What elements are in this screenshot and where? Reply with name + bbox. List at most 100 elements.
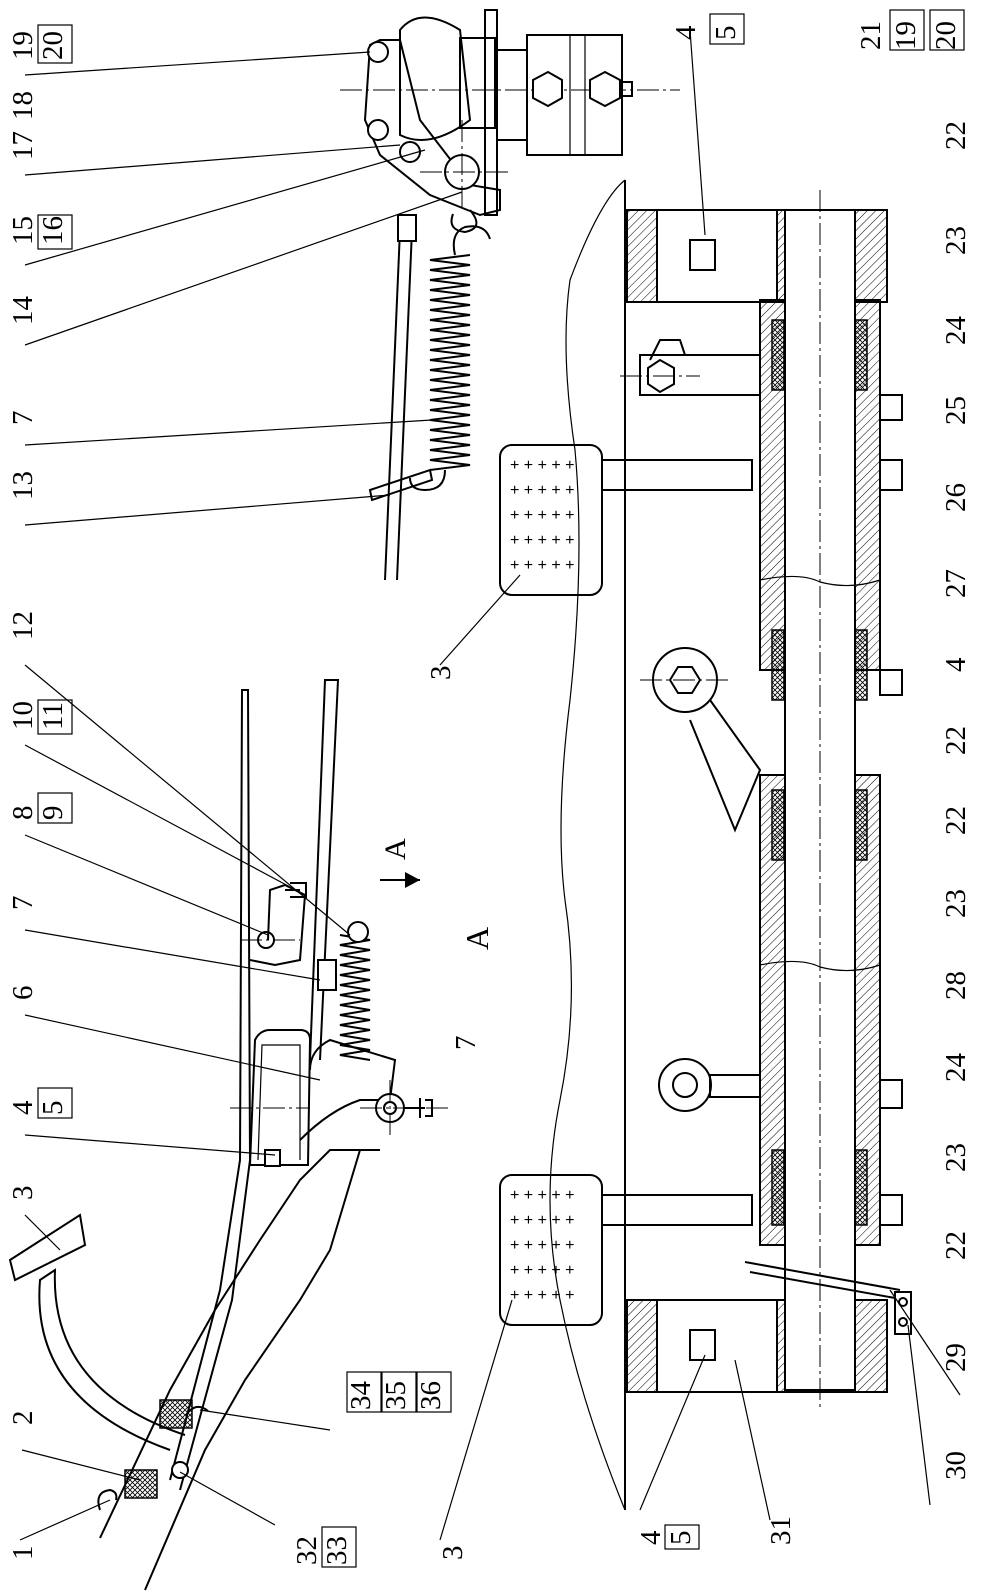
bolt-5-top: [689, 239, 716, 271]
callout-5: 5: [37, 1101, 69, 1116]
callout-29: 29: [940, 1343, 972, 1372]
rod-upper: [309, 679, 340, 1061]
stud-top-2: [879, 459, 903, 491]
callout-32: 32: [291, 1536, 323, 1565]
section-a-view: + + + + + + + + + + + + + + + + + + + + + +…: [499, 179, 912, 1511]
bushing-mid-1: [771, 629, 785, 701]
frame-tube-lower: [144, 1149, 361, 1591]
bushing-24-bottom: [771, 1149, 785, 1226]
callout-31: 31: [765, 1516, 797, 1545]
callout-12: 12: [7, 611, 39, 640]
lever-7-eye-inner: [672, 1072, 698, 1098]
pedal-grip-pattern: + + + + + + + + + + + + + + + + + + + + + +…: [510, 457, 575, 1304]
callout-6: 6: [7, 986, 39, 1001]
svg-text:+ + + + +: + + + + +: [510, 1187, 575, 1204]
callout-labels: 1 2 3 4 5 6 7 8 9 10 11 12 13 7 14 15 16…: [7, 21, 972, 1565]
callout-11: 11: [37, 702, 69, 730]
fitting-30-a: [898, 1297, 908, 1307]
bracket-body: [248, 1029, 312, 1166]
spring-7-hook-top: [452, 225, 491, 256]
callout-20: 20: [37, 31, 69, 60]
pedal-stem-bottom: [601, 1194, 753, 1226]
callout-26: 26: [940, 483, 972, 512]
callout-3c: 3: [425, 666, 457, 681]
callout-36: 36: [415, 1381, 447, 1410]
callout-22c: 22: [940, 806, 972, 835]
spring-eye-12: [347, 921, 369, 943]
svg-text:+ + + + +: + + + + +: [510, 482, 575, 499]
callout-17: 17: [7, 131, 39, 160]
pivot-plate: [363, 39, 501, 217]
bushing-mid-2r: [854, 789, 868, 861]
callout-23a: 23: [940, 226, 972, 255]
bracket-inner: [257, 1044, 301, 1161]
callout-16: 16: [37, 216, 69, 245]
callout-34: 34: [345, 1381, 377, 1411]
hook-14: [450, 209, 478, 234]
rod-13-sleeve: [397, 214, 417, 242]
bushing-24-top: [771, 319, 785, 391]
callout-22a: 22: [940, 121, 972, 150]
spring-7-hook-bottom: [409, 469, 446, 492]
callout-4d: 4: [940, 657, 972, 672]
callout-30: 30: [940, 1451, 972, 1480]
svg-text:+ + + + +: + + + + +: [510, 557, 575, 574]
upper-bar: [169, 689, 252, 1491]
lever-7-stem: [709, 1074, 761, 1098]
pin-19: [367, 41, 389, 63]
callout-3b: 3: [437, 1546, 469, 1561]
svg-text:+ + + + +: + + + + +: [510, 532, 575, 549]
stud-low-1: [879, 1079, 903, 1109]
screw-10: [285, 882, 307, 898]
pedal-linkage-view: [8, 679, 450, 1591]
pedal-stem-top: [601, 459, 753, 491]
callout-35: 35: [380, 1381, 412, 1410]
valve-dome: [399, 16, 472, 141]
svg-text:+ + + + +: + + + + +: [510, 1237, 575, 1254]
frame-tube: [99, 1149, 380, 1539]
view-marker-a: A: [379, 838, 412, 860]
callout-14: 14: [7, 296, 39, 326]
callout-7b: 7: [7, 411, 39, 426]
callout-33: 33: [321, 1536, 353, 1565]
fitting-30-b: [898, 1317, 908, 1327]
valve-body: [459, 37, 496, 129]
bushing-24-top-r: [854, 319, 868, 391]
lever-6: [299, 1038, 397, 1141]
callout-15: 15: [7, 216, 39, 245]
bolt-5-bottom: [689, 1329, 716, 1361]
bolt-4: [264, 1149, 281, 1167]
clip-34: [185, 1405, 209, 1416]
bushing-24-bottom-r: [854, 1149, 868, 1226]
svg-text:+ + + + +: + + + + +: [510, 1262, 575, 1279]
callout-boxes: [37, 9, 965, 1568]
callout-9: 9: [37, 806, 69, 821]
pedal-pad-bottom: [499, 1174, 603, 1326]
callout-23b: 23: [940, 889, 972, 918]
section-label-a: A: [459, 927, 495, 950]
callout-22d: 22: [940, 1231, 972, 1260]
stud-low-2: [879, 1194, 903, 1226]
callout-4b: 4: [635, 1530, 667, 1545]
svg-text:+ + + + +: + + + + +: [510, 507, 575, 524]
callout-10: 10: [7, 701, 39, 730]
section-arrow-head: [405, 872, 420, 888]
callout-4: 4: [7, 1100, 39, 1115]
callout-5c: 5: [710, 26, 742, 41]
callout-2: 2: [7, 1411, 39, 1426]
svg-text:+ + + + +: + + + + +: [510, 1212, 575, 1229]
stud-top-1: [879, 394, 903, 421]
shaft-break-2: [759, 960, 881, 972]
pedal-arm: [38, 1268, 186, 1451]
callout-28: 28: [940, 971, 972, 1000]
break-line: [549, 179, 626, 1511]
pin-18: [367, 119, 389, 141]
callout-4c: 4: [670, 25, 702, 40]
rod-sleeve: [317, 959, 337, 991]
svg-text:+ + + + +: + + + + +: [510, 457, 575, 474]
rod-13: [384, 229, 414, 581]
nut-right: [589, 70, 621, 108]
clamp-arm: [639, 354, 761, 396]
callout-24b: 24: [940, 1053, 972, 1083]
pivot-boss-1: [124, 1469, 158, 1499]
